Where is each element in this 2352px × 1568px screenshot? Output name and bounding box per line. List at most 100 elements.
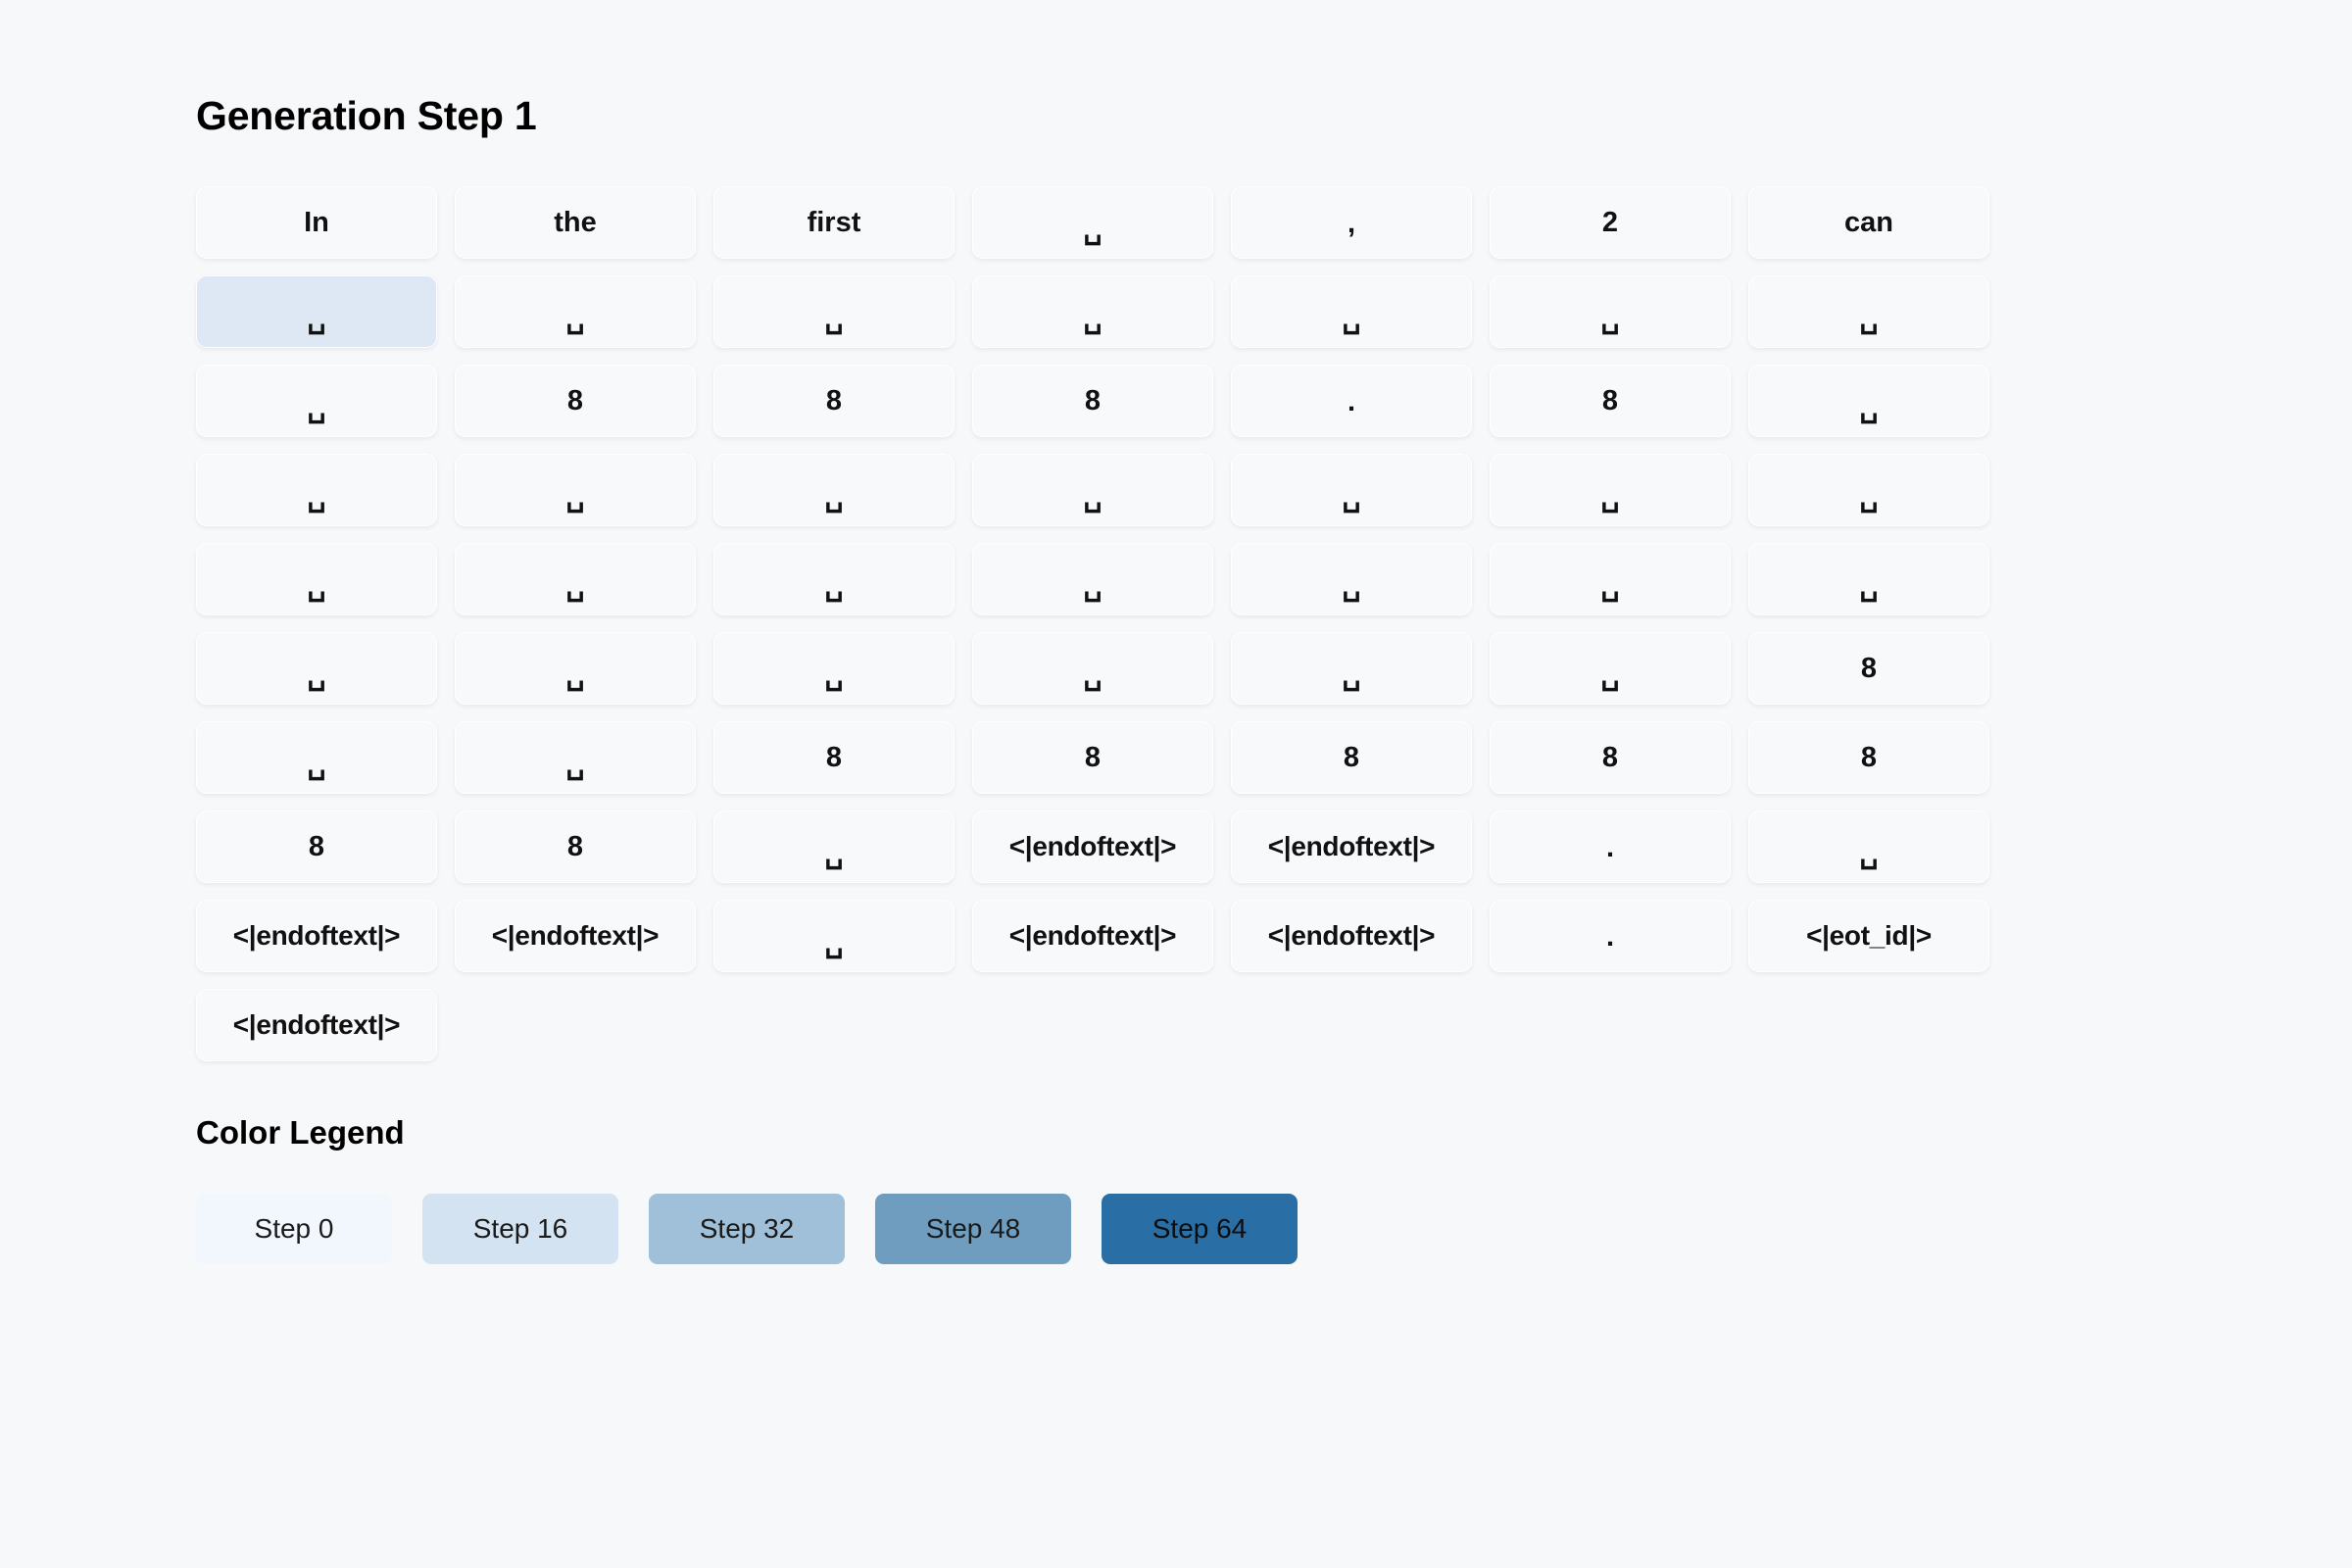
token-cell[interactable]: ␣ <box>713 900 955 973</box>
token-cell[interactable]: ␣ <box>1748 365 1989 438</box>
legend-swatch-label: Step 0 <box>254 1213 334 1245</box>
token-cell[interactable]: 8 <box>196 810 437 884</box>
token-cell[interactable]: ␣ <box>196 365 437 438</box>
token-cell[interactable]: ␣ <box>1490 275 1731 349</box>
token-cell[interactable]: ␣ <box>972 275 1213 349</box>
mask-token-icon: ␣ <box>824 926 844 959</box>
mask-token-icon: ␣ <box>824 480 844 514</box>
token-cell[interactable]: ␣ <box>972 632 1213 706</box>
token-cell[interactable]: ␣ <box>1748 454 1989 527</box>
token-label: <|endoftext|> <box>1267 831 1436 862</box>
legend-swatch-label: Step 64 <box>1152 1213 1248 1245</box>
token-cell[interactable]: can <box>1748 186 1989 260</box>
token-cell[interactable]: ␣ <box>196 543 437 616</box>
token-cell[interactable]: ␣ <box>713 810 955 884</box>
token-label: <|eot_id|> <box>1806 920 1932 952</box>
token-cell[interactable]: <|eot_id|> <box>1748 900 1989 973</box>
token-cell[interactable]: 8 <box>1748 632 1989 706</box>
token-cell[interactable]: . <box>1490 900 1731 973</box>
token-cell[interactable]: <|endoftext|> <box>1231 900 1472 973</box>
token-cell[interactable]: 8 <box>1748 721 1989 795</box>
token-cell[interactable]: ␣ <box>1231 543 1472 616</box>
token-cell[interactable]: ␣ <box>455 721 696 795</box>
token-label: 8 <box>1860 652 1878 684</box>
token-cell[interactable]: ␣ <box>1748 543 1989 616</box>
color-legend-title: Color Legend <box>196 1114 405 1152</box>
mask-token-icon: ␣ <box>307 302 326 335</box>
mask-token-icon: ␣ <box>1600 302 1620 335</box>
token-cell[interactable]: ␣ <box>1748 275 1989 349</box>
token-cell[interactable]: 8 <box>1490 365 1731 438</box>
token-cell[interactable]: the <box>455 186 696 260</box>
token-cell[interactable]: 8 <box>1490 721 1731 795</box>
token-cell[interactable]: <|endoftext|> <box>972 900 1213 973</box>
token-cell[interactable]: , <box>1231 186 1472 260</box>
legend-swatch: Step 32 <box>649 1194 845 1265</box>
mask-token-icon: ␣ <box>565 748 585 781</box>
token-label: <|endoftext|> <box>491 920 660 952</box>
token-cell[interactable]: 8 <box>713 365 955 438</box>
token-cell[interactable]: ␣ <box>455 543 696 616</box>
token-cell[interactable]: ␣ <box>455 275 696 349</box>
token-cell[interactable]: ␣ <box>972 454 1213 527</box>
token-cell[interactable]: <|endoftext|> <box>196 900 437 973</box>
token-cell[interactable]: ␣ <box>972 186 1213 260</box>
token-cell[interactable]: ␣ <box>196 632 437 706</box>
legend-swatch: Step 16 <box>422 1194 618 1265</box>
token-cell[interactable]: ␣ <box>713 543 955 616</box>
token-cell[interactable]: 8 <box>972 365 1213 438</box>
token-label: can <box>1844 206 1893 238</box>
token-cell[interactable]: 8 <box>455 810 696 884</box>
token-cell[interactable]: 8 <box>1231 721 1472 795</box>
token-cell[interactable]: . <box>1231 365 1472 438</box>
token-cell[interactable]: ␣ <box>1490 543 1731 616</box>
token-cell[interactable]: In <box>196 186 437 260</box>
token-label: 8 <box>1343 741 1360 773</box>
token-cell[interactable]: ␣ <box>1231 632 1472 706</box>
token-cell[interactable]: <|endoftext|> <box>1231 810 1472 884</box>
token-cell[interactable]: <|endoftext|> <box>196 989 437 1062</box>
mask-token-icon: ␣ <box>307 748 326 781</box>
token-cell[interactable]: ␣ <box>713 275 955 349</box>
token-cell[interactable]: ␣ <box>196 721 437 795</box>
token-cell[interactable]: ␣ <box>713 454 955 527</box>
mask-token-icon: ␣ <box>1859 837 1879 870</box>
mask-token-icon: ␣ <box>1083 569 1102 603</box>
mask-token-icon: ␣ <box>307 659 326 692</box>
token-label: 8 <box>1601 384 1619 416</box>
mask-token-icon: ␣ <box>824 837 844 870</box>
token-label: <|endoftext|> <box>1008 920 1177 952</box>
mask-token-icon: ␣ <box>1859 480 1879 514</box>
token-cell[interactable]: ␣ <box>455 632 696 706</box>
token-cell[interactable]: ␣ <box>455 454 696 527</box>
token-label: . <box>1605 920 1615 953</box>
token-cell[interactable]: ␣ <box>972 543 1213 616</box>
mask-token-icon: ␣ <box>1600 659 1620 692</box>
token-cell[interactable]: ␣ <box>1231 275 1472 349</box>
token-cell[interactable]: ␣ <box>196 275 437 349</box>
token-cell[interactable]: ␣ <box>1748 810 1989 884</box>
token-cell[interactable]: first <box>713 186 955 260</box>
mask-token-icon: ␣ <box>1083 213 1102 246</box>
token-label: <|endoftext|> <box>1267 920 1436 952</box>
token-cell[interactable]: 8 <box>713 721 955 795</box>
mask-token-icon: ␣ <box>1600 480 1620 514</box>
token-cell[interactable]: . <box>1490 810 1731 884</box>
token-cell[interactable]: ␣ <box>1490 632 1731 706</box>
token-cell[interactable]: <|endoftext|> <box>455 900 696 973</box>
token-cell[interactable]: ␣ <box>1490 454 1731 527</box>
token-label: In <box>304 206 329 238</box>
token-cell[interactable]: 2 <box>1490 186 1731 260</box>
token-label: 8 <box>1601 741 1619 773</box>
mask-token-icon: ␣ <box>1859 569 1879 603</box>
mask-token-icon: ␣ <box>1342 569 1361 603</box>
token-cell[interactable]: ␣ <box>196 454 437 527</box>
mask-token-icon: ␣ <box>565 480 585 514</box>
token-cell[interactable]: 8 <box>972 721 1213 795</box>
token-cell[interactable]: ␣ <box>713 632 955 706</box>
token-cell[interactable]: <|endoftext|> <box>972 810 1213 884</box>
token-cell[interactable]: 8 <box>455 365 696 438</box>
token-label: the <box>554 206 597 238</box>
token-cell[interactable]: ␣ <box>1231 454 1472 527</box>
